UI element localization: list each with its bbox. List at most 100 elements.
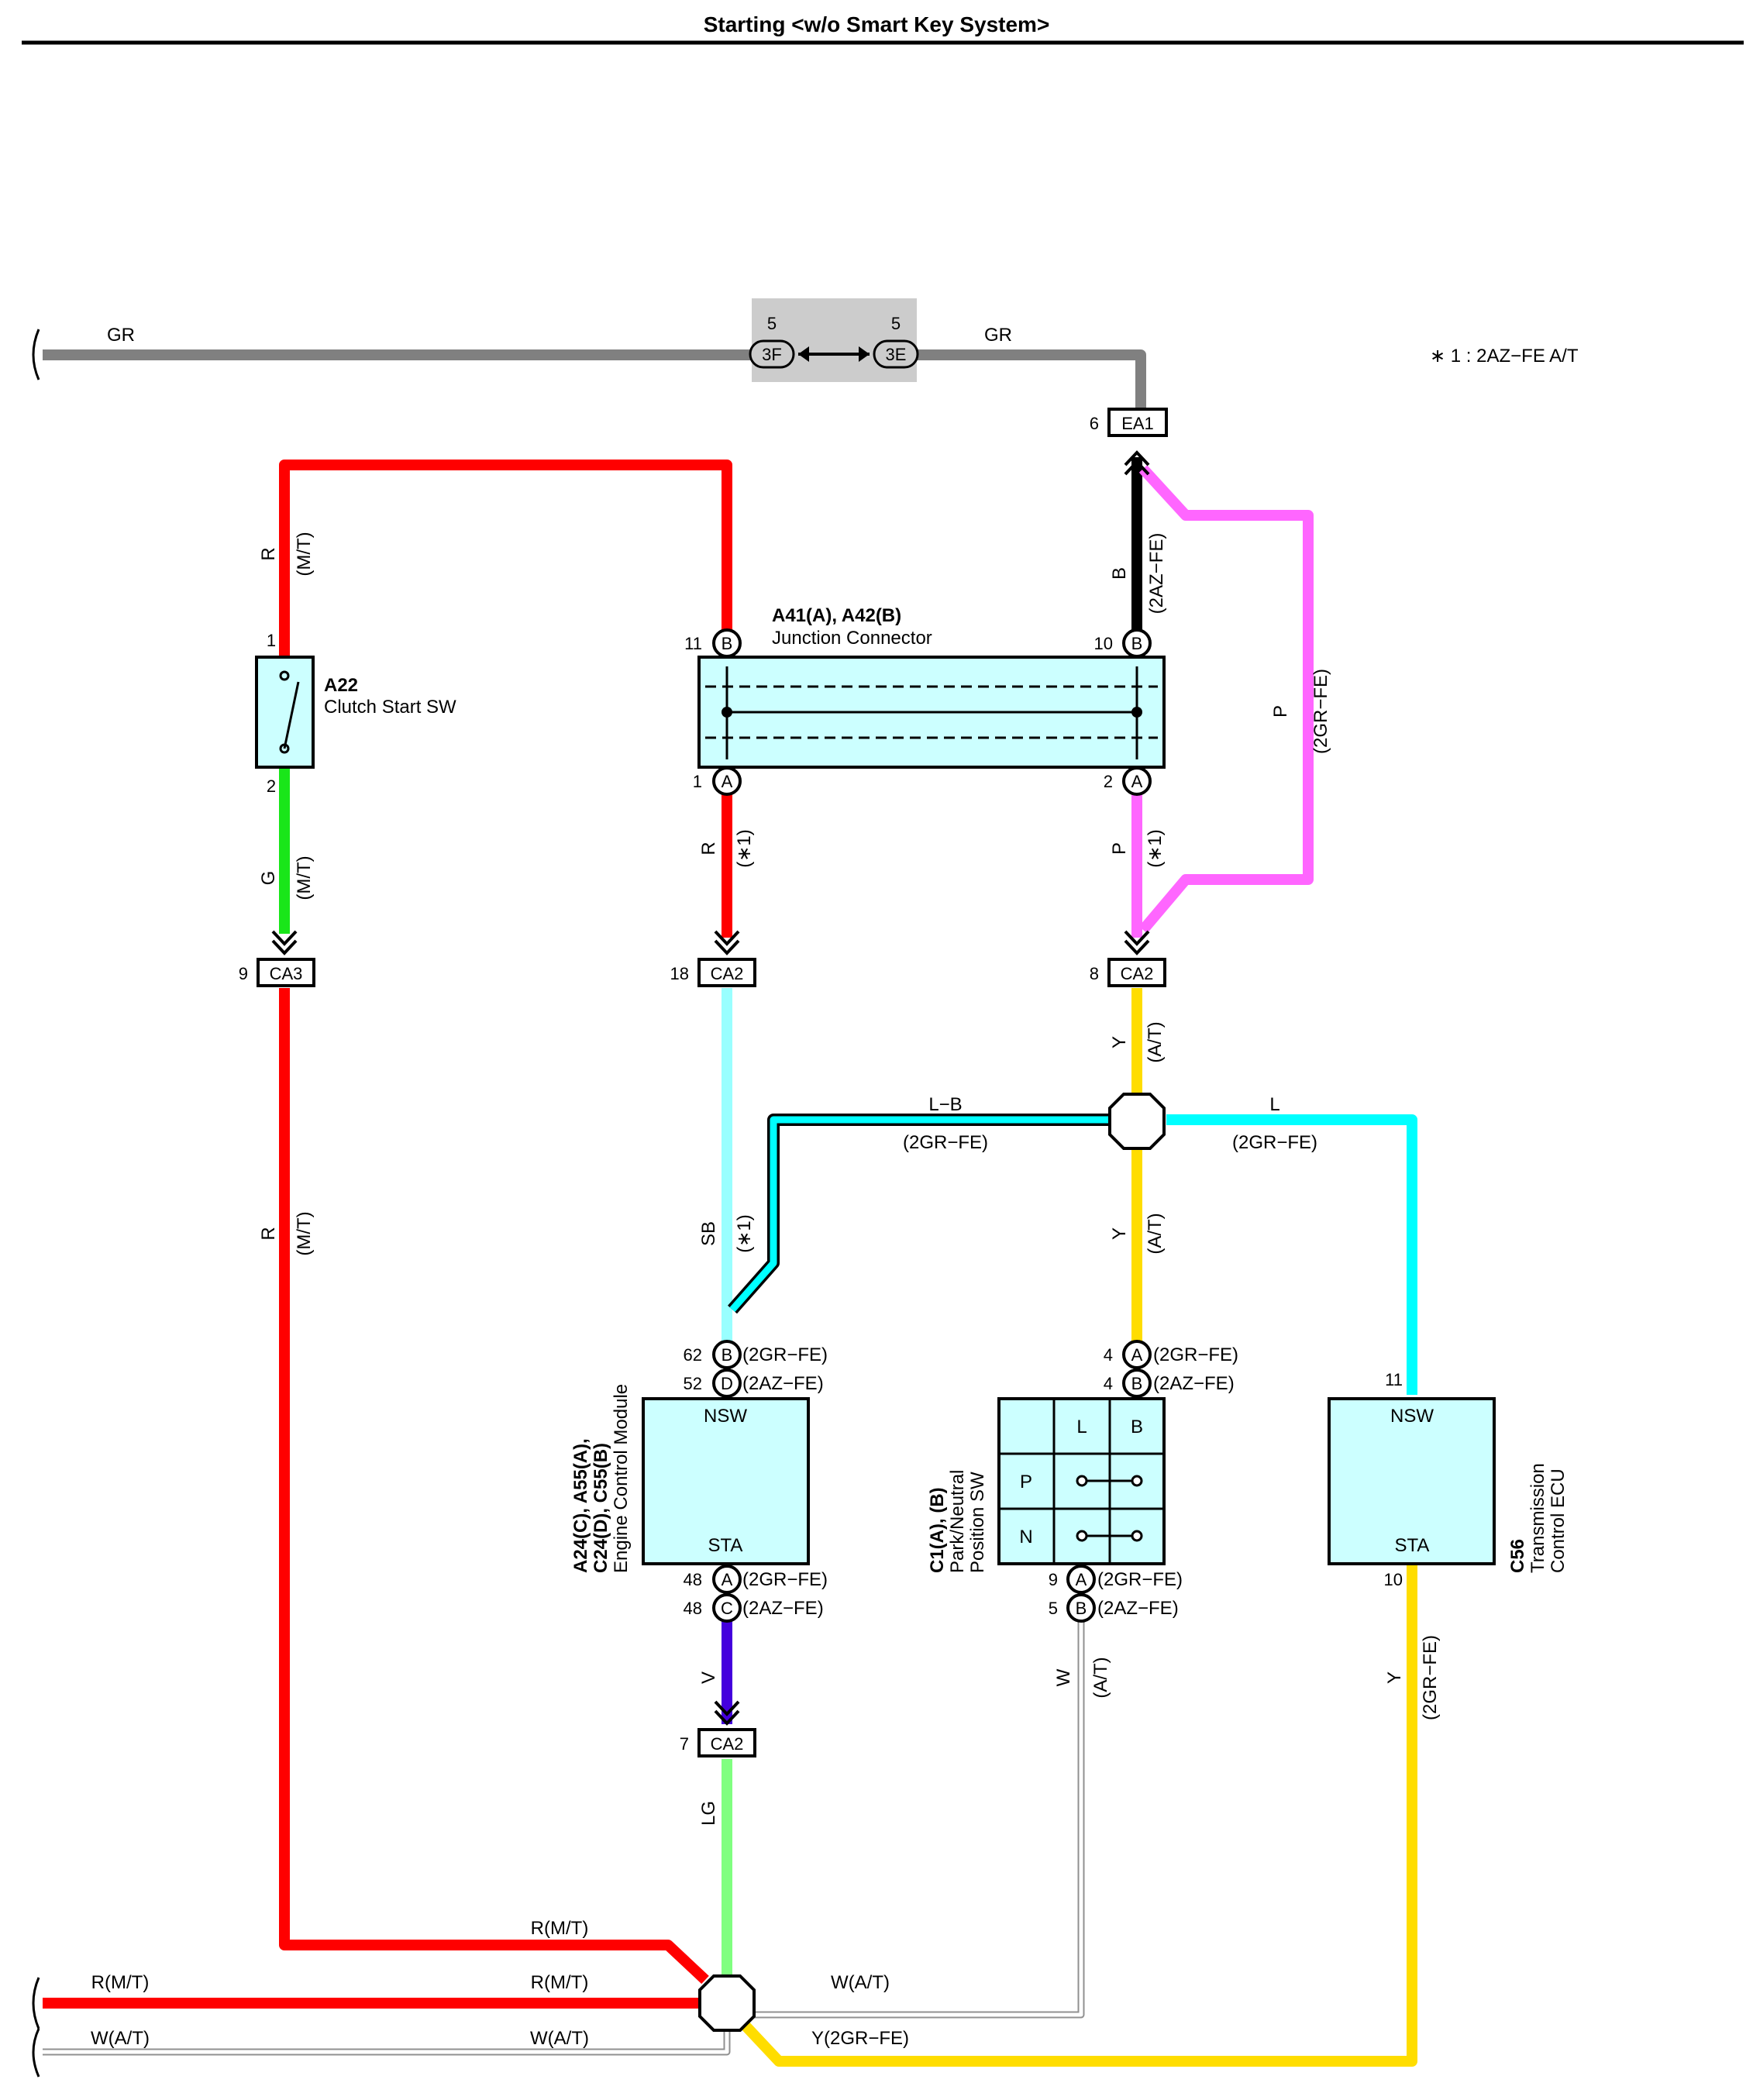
label-g-color: G bbox=[258, 871, 279, 886]
connector-ea1-chevron bbox=[1124, 450, 1150, 476]
label-g-variant: (M/T) bbox=[294, 855, 315, 900]
connector-3f bbox=[749, 339, 795, 369]
splice-upper bbox=[1108, 1093, 1166, 1150]
junction-pin-tl-num: 11 bbox=[684, 634, 702, 653]
label-rmt-mid: R(M/T) bbox=[531, 1972, 589, 1993]
break-mark-gr bbox=[32, 329, 40, 380]
junction-pin-tl-letter: B bbox=[722, 634, 733, 653]
junction-pin-br-letter: A bbox=[1131, 772, 1143, 791]
label-wat-right: W(A/T) bbox=[831, 1972, 890, 1993]
label-p-loop-variant: (2GR−FE) bbox=[1310, 669, 1331, 754]
ecm-pin-52-circle bbox=[712, 1368, 742, 1398]
junction-pin-bl-num: 1 bbox=[693, 772, 702, 791]
wire-r-left bbox=[279, 988, 709, 1985]
tcm-name-2: Control ECU bbox=[1548, 1468, 1569, 1573]
label-r-top-color: R bbox=[258, 547, 279, 560]
pnp-pin-4b-num: 4 bbox=[1104, 1374, 1113, 1393]
wire-w-pnp bbox=[750, 1620, 1083, 2017]
tcm-terminal-sta: STA bbox=[1395, 1535, 1430, 1556]
ecm-pin-52-letter: D bbox=[721, 1374, 733, 1393]
connector-3e-label: 3E bbox=[886, 345, 907, 364]
label-b-variant: (2AZ−FE) bbox=[1146, 533, 1167, 615]
connector-ca2-7-chevron bbox=[714, 1700, 740, 1726]
ecm-name: Engine Control Module bbox=[611, 1384, 632, 1573]
label-r-junction-color: R bbox=[698, 842, 719, 855]
pnp-dot-p-b bbox=[1131, 1475, 1143, 1487]
a22-id: A22 bbox=[324, 675, 358, 696]
connector-ca2-18-label: CA2 bbox=[711, 964, 744, 983]
connector-ca2-8-label: CA2 bbox=[1121, 964, 1154, 983]
connector-ca2-18-pin: 18 bbox=[670, 964, 689, 983]
pnp-pin-9a-variant: (2GR−FE) bbox=[1097, 1569, 1183, 1590]
tcm-id: C56 bbox=[1507, 1539, 1528, 1573]
junction-node-right bbox=[1131, 707, 1142, 718]
component-a22 bbox=[255, 656, 315, 769]
label-p-junction-color: P bbox=[1109, 842, 1130, 855]
footnote: ∗ 1 : 2AZ−FE A/T bbox=[1430, 346, 1579, 367]
pnp-col-b: B bbox=[1131, 1417, 1143, 1437]
pnp-dot-n-b bbox=[1131, 1530, 1143, 1542]
junction-pin-tr-letter: B bbox=[1131, 634, 1143, 653]
label-w-variant: (A/T) bbox=[1090, 1657, 1111, 1698]
ecm-pin-48a-letter: A bbox=[722, 1570, 733, 1589]
pnp-pin-4a-num: 4 bbox=[1104, 1345, 1113, 1365]
wire-w-pnp-outer bbox=[750, 1620, 1085, 2019]
label-rmt-left: R(M/T) bbox=[91, 1972, 150, 1993]
label-y-bottom: Y(2GR−FE) bbox=[811, 2028, 909, 2049]
pnp-pin-4b-variant: (2AZ−FE) bbox=[1153, 1373, 1235, 1394]
connector-ea1 bbox=[1107, 408, 1168, 437]
connector-3e bbox=[873, 339, 919, 369]
ecm-pin-62-circle bbox=[712, 1340, 742, 1369]
ecm-pin-62-letter: B bbox=[722, 1345, 733, 1365]
junction-pin-bl-letter: A bbox=[722, 772, 733, 791]
wire-p-loop bbox=[1138, 465, 1314, 934]
pnp-pin-9a-letter: A bbox=[1076, 1570, 1087, 1589]
junction-pin-tr-num: 10 bbox=[1094, 634, 1113, 653]
component-ecm bbox=[642, 1397, 810, 1565]
ecm-pin-48c-letter: C bbox=[721, 1599, 733, 1618]
pnp-pin-4a-variant: (2GR−FE) bbox=[1153, 1344, 1238, 1365]
junction-name: Junction Connector bbox=[772, 628, 932, 649]
label-lg-color: LG bbox=[698, 1801, 719, 1826]
ecm-pin-48a-circle bbox=[712, 1565, 742, 1594]
connector-ca3-pin: 9 bbox=[239, 964, 248, 983]
ecm-pin-48a-num: 48 bbox=[684, 1570, 702, 1589]
connector-ca2-7-pin: 7 bbox=[680, 1734, 689, 1754]
pnp-dot-n-l bbox=[1076, 1530, 1088, 1542]
junction-pin-tl-circle bbox=[712, 628, 742, 658]
connector-ca3-label: CA3 bbox=[270, 964, 303, 983]
junction-pin-br-circle bbox=[1122, 766, 1152, 796]
wire-y-bottom bbox=[738, 1565, 1417, 2067]
label-p-loop-color: P bbox=[1270, 705, 1291, 718]
wire-lb bbox=[729, 1116, 1108, 1312]
ecm-pin-52-variant: (2AZ−FE) bbox=[742, 1373, 824, 1394]
connector-ca3-chevron bbox=[271, 930, 298, 955]
a22-switch-blade bbox=[283, 681, 300, 749]
wire-w-bottom bbox=[43, 2030, 729, 2054]
pnp-pin-4b-letter: B bbox=[1131, 1374, 1143, 1393]
label-r-junction-variant: (∗1) bbox=[734, 829, 755, 867]
ecm-id-2: C24(D), C55(B) bbox=[591, 1443, 611, 1573]
connector-ca2-8 bbox=[1107, 958, 1166, 987]
label-lb-color: L−B bbox=[928, 1094, 962, 1115]
label-wat-left: W(A/T) bbox=[91, 2028, 150, 2049]
junction-node-left bbox=[722, 707, 732, 718]
a22-contact-top bbox=[279, 670, 290, 681]
break-mark-r bbox=[32, 1977, 40, 2029]
pnp-pin-4a-letter: A bbox=[1131, 1345, 1143, 1365]
break-mark-w bbox=[32, 2028, 40, 2078]
label-sb-variant: (∗1) bbox=[734, 1214, 755, 1252]
ecm-terminal-nsw: NSW bbox=[704, 1406, 747, 1427]
connector-ca2-7-label: CA2 bbox=[711, 1734, 744, 1754]
pnp-id: C1(A), (B) bbox=[927, 1487, 948, 1573]
label-gr-left: GR bbox=[107, 325, 135, 346]
connector-ca2-18 bbox=[697, 958, 756, 987]
connector-ca3 bbox=[257, 958, 315, 987]
label-b-color: B bbox=[1109, 567, 1130, 580]
ecm-pin-48c-circle bbox=[712, 1593, 742, 1623]
tcm-pin-bottom: 10 bbox=[1384, 1570, 1403, 1589]
pnp-name-2: Position SW bbox=[967, 1472, 988, 1573]
pnp-pin-5b-circle bbox=[1066, 1593, 1096, 1623]
pnp-pin-5b-letter: B bbox=[1076, 1599, 1087, 1618]
